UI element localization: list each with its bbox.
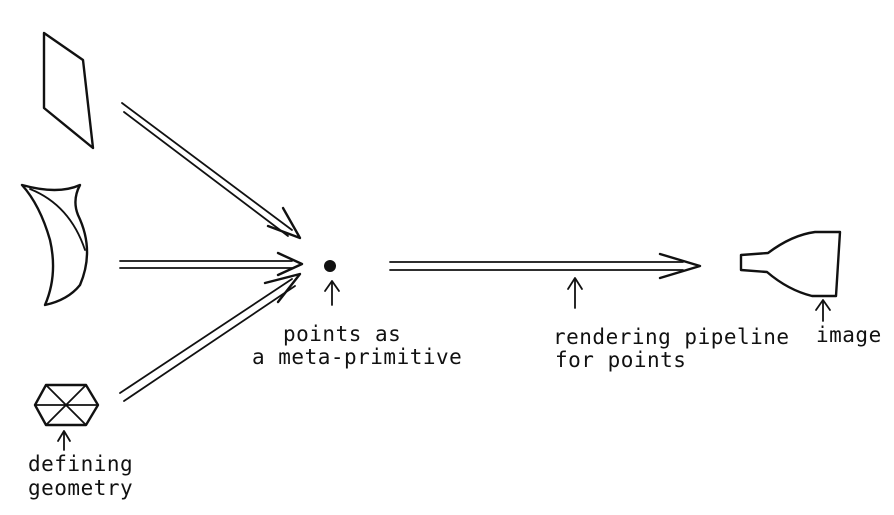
meta-primitive-point — [324, 260, 336, 272]
arrow-crescent-to-point — [120, 253, 302, 275]
rendering-label-line2: for points — [555, 349, 686, 371]
arrow-quad-to-point — [122, 103, 300, 238]
pipeline-pointer-arrow — [568, 278, 582, 308]
points-meta-label-line1: points as — [283, 323, 401, 345]
geometry-pointer-arrow — [58, 431, 70, 450]
defining-label-line1: defining — [28, 453, 133, 475]
points-meta-label-line2: a meta-primitive — [252, 346, 462, 368]
image-shape — [741, 232, 840, 296]
crescent-shape — [22, 185, 87, 305]
defining-label-line2: geometry — [28, 477, 133, 499]
hexagon-shape — [35, 385, 98, 425]
image-label: image — [816, 324, 882, 346]
arrow-hexagon-to-point — [120, 274, 300, 401]
image-pointer-arrow — [816, 300, 830, 321]
rendering-pipeline-arrow — [390, 254, 700, 278]
point-pointer-arrow — [325, 281, 339, 305]
rendering-label-line1: rendering pipeline — [553, 326, 790, 348]
quad-shape — [44, 33, 93, 148]
